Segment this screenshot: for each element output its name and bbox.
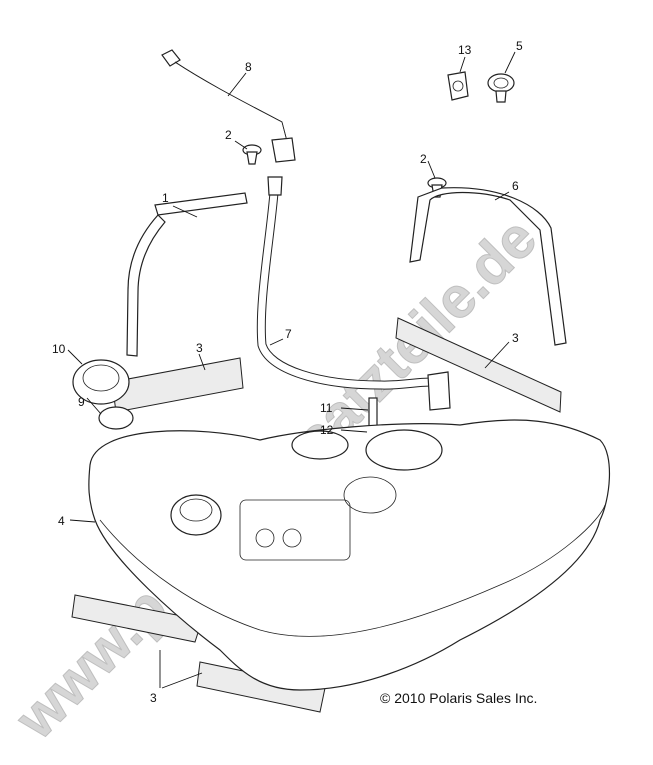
fuel-line: [256, 176, 451, 411]
fuel-tank-strap-left: [126, 192, 248, 357]
hose-clamp-13: [447, 71, 469, 101]
copyright-notice: © 2010 Polaris Sales Inc.: [380, 690, 537, 706]
callout-10: 10: [52, 342, 66, 356]
callout-8: 8: [245, 60, 252, 74]
pad-upper-left: [111, 357, 244, 413]
callout-11: 11: [320, 401, 333, 415]
callout-9: 9: [78, 395, 85, 409]
fuel-tank: [88, 419, 610, 691]
callout-5: 5: [516, 39, 523, 53]
hose-clamp-5: [487, 73, 515, 103]
fuel-cap-gasket: [98, 406, 134, 430]
callout-13: 13: [458, 43, 472, 57]
vent-hose: [161, 49, 296, 163]
callout-1: 1: [162, 191, 169, 205]
callout-6: 6: [512, 179, 519, 193]
leader-lines: [67, 51, 516, 689]
callout-7: 7: [285, 327, 292, 341]
callout-4: 4: [58, 514, 65, 528]
callout-3-lower: 3: [150, 691, 157, 705]
pad-upper-right: [395, 317, 562, 413]
callout-2-right: 2: [420, 152, 427, 166]
fuel-tank-strap-right: [409, 187, 567, 346]
callout-3-upper-right: 3: [512, 331, 519, 345]
fuel-cap: [72, 359, 130, 405]
push-pin-fastener-upper: [242, 144, 262, 165]
callout-12: 12: [320, 423, 334, 437]
callout-2-upper: 2: [225, 128, 232, 142]
pad-lower-left: [71, 594, 203, 643]
callout-3-upper-left: 3: [196, 341, 203, 355]
